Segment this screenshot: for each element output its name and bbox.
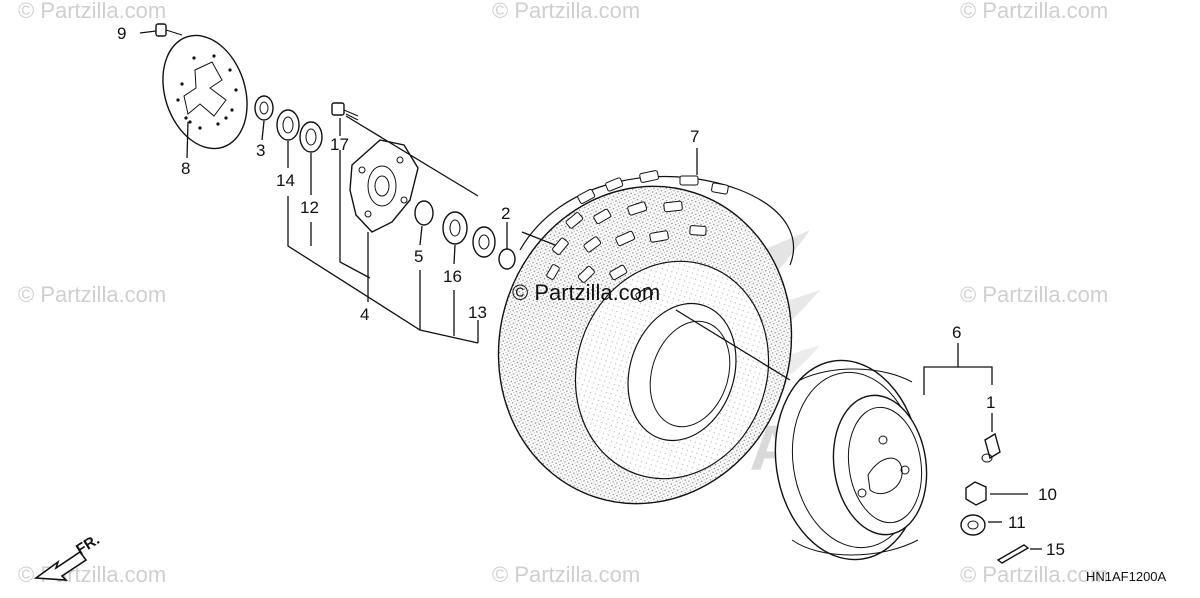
callout-6: 6 [952,323,961,342]
small-parts [155,23,1030,564]
callout-7: 7 [690,127,699,146]
callout-8: 8 [181,159,190,178]
watermark-mid-left: © Partzilla.com [18,282,166,307]
callout-1: 1 [986,393,995,412]
wheel-hub [349,139,419,233]
diagram-code: HN1AF1200A [1086,569,1167,584]
watermark-bottom-right: © Partzilla.com [960,562,1108,587]
watermark-top-left: © Partzilla.com [18,0,166,23]
callout-9: 9 [117,24,126,43]
callout-3: 3 [256,141,265,160]
brake-disc [162,34,248,150]
callout-4: 4 [360,305,369,324]
leader-lines [139,30,1042,550]
callout-5: 5 [414,247,423,266]
callout-11: 11 [1008,513,1026,532]
callout-16: 16 [443,267,462,286]
watermark-mid-right: © Partzilla.com [960,282,1108,307]
watermark-center: © Partzilla.com [512,280,660,305]
callout-12: 12 [300,198,319,217]
callout-10: 10 [1038,485,1057,504]
wheel-rim [774,359,928,561]
callout-17: 17 [330,135,349,154]
tire [497,170,794,505]
callout-14: 14 [276,171,295,190]
callout-2: 2 [501,204,510,223]
callout-15: 15 [1046,540,1065,559]
watermark-bottom-center: © Partzilla.com [492,562,640,587]
callout-13: 13 [468,303,487,322]
watermark-top-center: © Partzilla.com [492,0,640,23]
watermark-top-right: © Partzilla.com [960,0,1108,23]
callouts: 9 8 3 14 12 17 4 5 16 13 2 7 6 1 10 11 1… [117,24,1065,559]
watermarks: © Partzilla.com © Partzilla.com © Partzi… [18,0,1108,587]
